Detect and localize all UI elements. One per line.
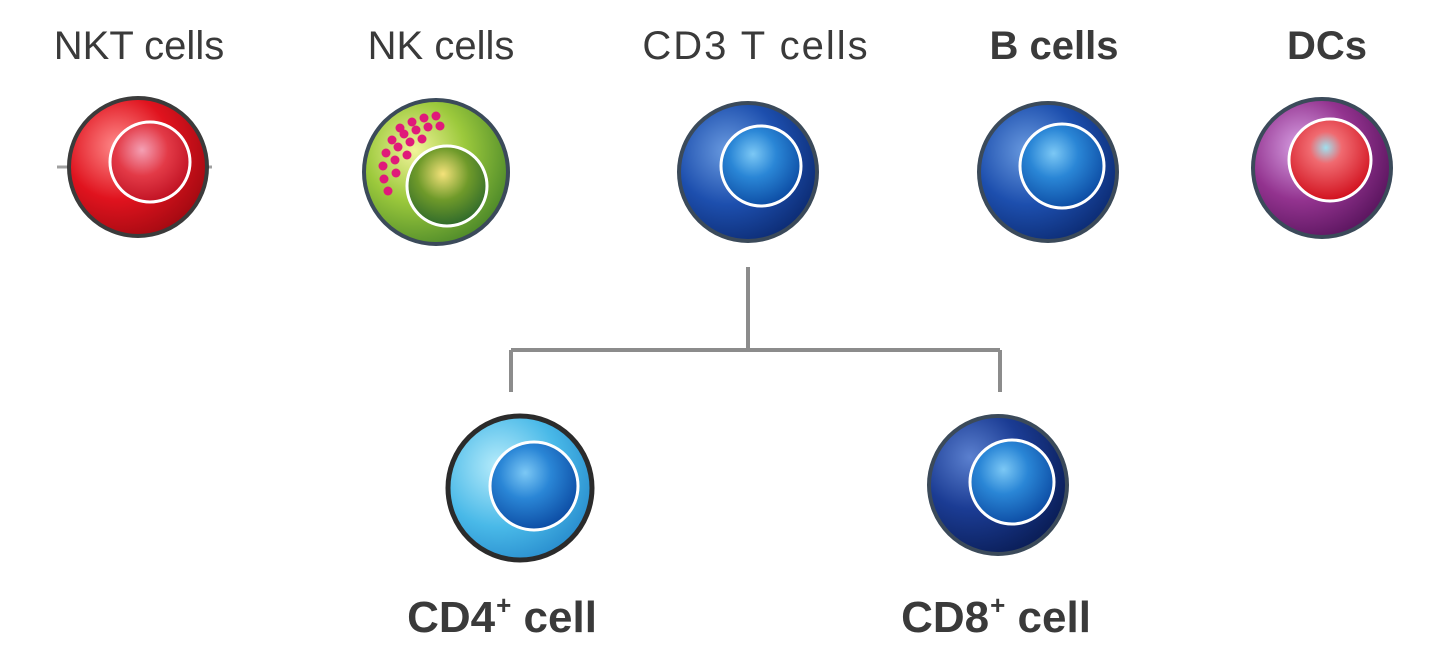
cd3-t-cells-label: CD3 T cells	[642, 24, 870, 68]
cd4-suffix: cell	[511, 593, 597, 642]
dendritic-cell-icon	[1251, 97, 1393, 239]
dcs-label: DCs	[1286, 24, 1368, 68]
cd8-cell-icon	[927, 414, 1069, 556]
b-cell-icon	[977, 101, 1119, 243]
cd8-name: CD8	[901, 593, 990, 642]
cd4-cell-label: CD4+ cell	[407, 592, 597, 640]
cd4-sup: +	[496, 590, 512, 620]
nk-cells-label: NK cells	[367, 24, 515, 68]
lineage-connector	[509, 267, 1002, 392]
cd3-t-cell-icon	[677, 101, 819, 243]
nkt-cell-icon	[57, 96, 212, 238]
cd8-suffix: cell	[1005, 593, 1091, 642]
b-cells-label: B cells	[989, 24, 1119, 68]
granules	[378, 111, 445, 196]
cd8-sup: +	[990, 590, 1006, 620]
cd8-cell-label: CD8+ cell	[901, 592, 1091, 640]
cd4-cell-icon	[445, 413, 595, 563]
nkt-cells-label: NKT cells	[53, 24, 225, 68]
cd4-name: CD4	[407, 593, 496, 642]
nk-cell-icon	[362, 98, 510, 246]
